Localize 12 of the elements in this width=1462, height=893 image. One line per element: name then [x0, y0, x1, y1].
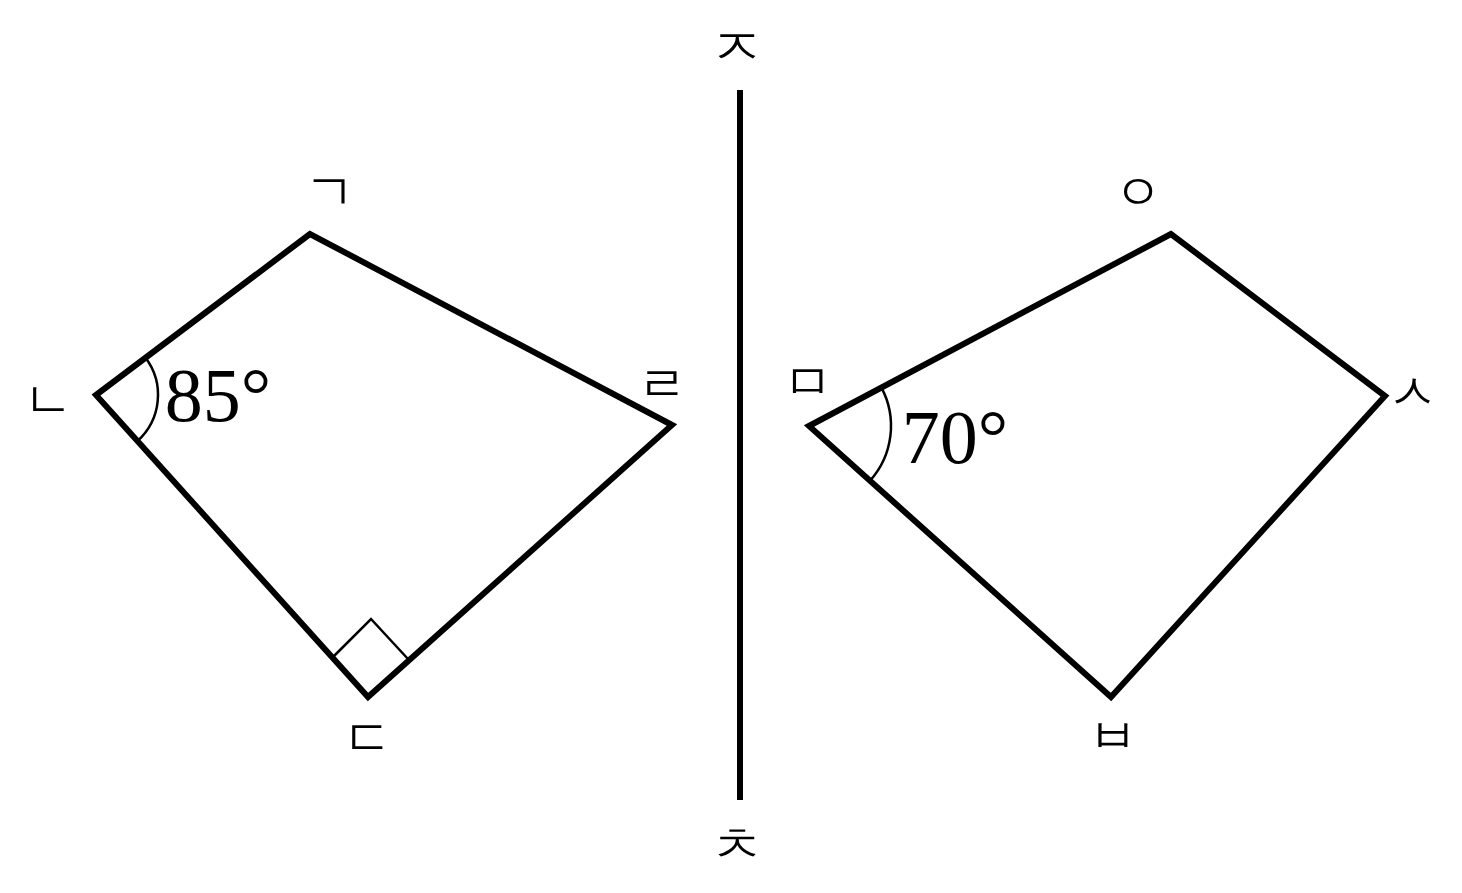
vertex-label: ㄱ: [305, 167, 355, 217]
vertex-label: ㅊ: [712, 820, 762, 870]
vertex-label: ㅂ: [1088, 711, 1138, 761]
angle-label: 85°: [164, 357, 272, 433]
vertex-label: ㅇ: [1113, 167, 1163, 217]
vertex-label: ㅁ: [783, 357, 833, 407]
angle-label: 70°: [901, 399, 1009, 475]
vertex-label: ㅈ: [712, 22, 762, 72]
vertex-label: ㄹ: [637, 359, 687, 409]
vertex-label: ㄴ: [23, 375, 73, 425]
vertex-label: ㅅ: [1388, 367, 1438, 417]
vertex-label: ㄷ: [343, 713, 393, 763]
